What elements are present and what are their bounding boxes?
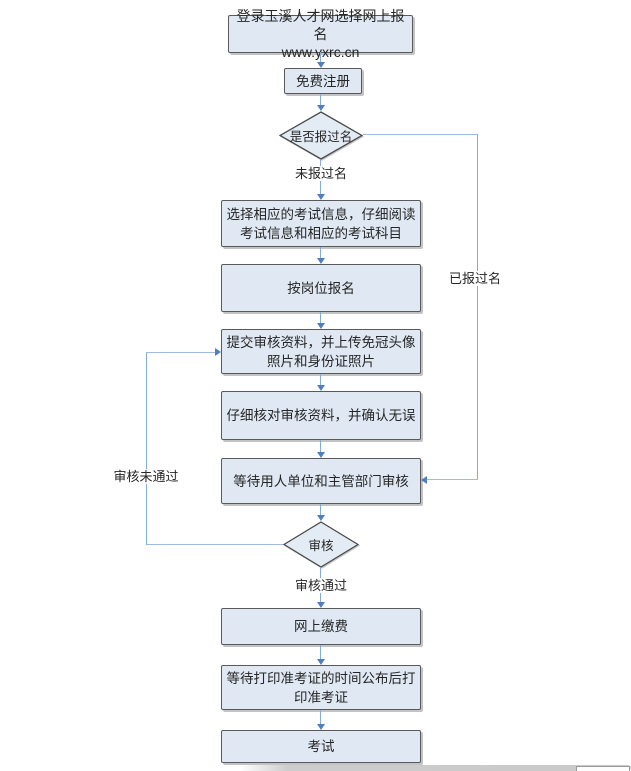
- edge-label-review-passed: 审核通过: [288, 578, 354, 593]
- arrowhead-wait-print-ticket: [317, 659, 325, 665]
- arrowhead-pay-online: [317, 602, 325, 608]
- connector-waitreview-decision: [320, 504, 321, 515]
- node-start-line1: 登录玉溪人才网选择网上报名: [236, 8, 405, 42]
- node-pay-online: 网上缴费: [221, 608, 421, 645]
- connector-applypost-submit: [320, 312, 321, 323]
- arrowhead-failed-into-submit: [215, 348, 221, 356]
- arrowhead-registered-into-review: [421, 476, 427, 484]
- arrowhead-register: [317, 62, 325, 68]
- arrowhead-wait-for-review: [317, 452, 325, 458]
- connector-submit-verify: [320, 374, 321, 385]
- node-submit-review-materials-label: 提交审核资料，并上传免冠头像照片和身份证照片: [226, 334, 416, 369]
- connector-verify-waitreview: [320, 440, 321, 452]
- node-decision-registered-label: 是否报过名: [289, 130, 353, 144]
- connector-failed-top: [146, 352, 215, 353]
- node-decision-registered: 是否报过名: [279, 111, 363, 160]
- connector-failed-bottom: [146, 544, 283, 545]
- connector-registered-bottom: [427, 479, 478, 480]
- diamond-shape: [279, 111, 363, 160]
- edge-label-not-registered: 未报过名: [283, 166, 359, 181]
- arrowhead-select-exam-info: [317, 194, 325, 200]
- node-decision-review: 审核: [283, 521, 359, 568]
- bottom-window-shadow: [240, 765, 631, 771]
- node-decision-review-label: 审核: [308, 539, 334, 553]
- connector-start-register: [320, 52, 321, 62]
- arrowhead-verify-materials: [317, 385, 325, 391]
- node-wait-for-review-label: 等待用人单位和主管部门审核: [233, 473, 409, 489]
- node-verify-materials: 仔细核对审核资料，并确认无误: [221, 391, 421, 440]
- arrowhead-exam: [317, 724, 325, 730]
- node-start: 登录玉溪人才网选择网上报名 www.yxrc.cn: [228, 8, 413, 60]
- arrowhead-submit-materials: [317, 323, 325, 329]
- node-wait-print-ticket-label: 等待打印准考证的时间公布后打印准考证: [226, 670, 416, 705]
- connector-pay-printticket: [320, 645, 321, 659]
- node-select-exam-info: 选择相应的考试信息，仔细阅读考试信息和相应的考试科目: [221, 200, 421, 247]
- connector-selectinfo-applypost: [320, 247, 321, 258]
- bottom-right-corner-box: [576, 766, 630, 771]
- arrowhead-decision-registered: [317, 105, 325, 111]
- node-apply-by-post-label: 按岗位报名: [287, 280, 355, 296]
- connector-register-decision: [320, 94, 321, 105]
- connector-registered-top: [363, 134, 478, 135]
- node-pay-online-label: 网上缴费: [294, 619, 348, 634]
- node-exam-label: 考试: [307, 739, 335, 754]
- node-submit-review-materials: 提交审核资料，并上传免冠头像照片和身份证照片: [221, 329, 421, 374]
- edge-label-already-registered: 已报过名: [446, 271, 504, 286]
- node-wait-for-review: 等待用人单位和主管部门审核: [221, 458, 421, 504]
- connector-failed-vertical: [146, 352, 147, 545]
- arrowhead-apply-by-post: [317, 258, 325, 264]
- diamond-shape: [283, 521, 359, 568]
- connector-registered-vertical: [477, 134, 478, 480]
- node-register-label: 免费注册: [296, 73, 350, 89]
- node-select-exam-info-label: 选择相应的考试信息，仔细阅读考试信息和相应的考试科目: [226, 206, 416, 241]
- node-verify-materials-label: 仔细核对审核资料，并确认无误: [226, 408, 416, 423]
- edge-label-review-not-passed: 审核未通过: [110, 469, 182, 484]
- node-apply-by-post: 按岗位报名: [221, 264, 421, 312]
- connector-printticket-exam: [320, 710, 321, 724]
- arrowhead-decision-review: [317, 515, 325, 521]
- node-register: 免费注册: [284, 68, 362, 94]
- node-wait-print-ticket: 等待打印准考证的时间公布后打印准考证: [221, 665, 421, 710]
- node-exam: 考试: [221, 730, 421, 763]
